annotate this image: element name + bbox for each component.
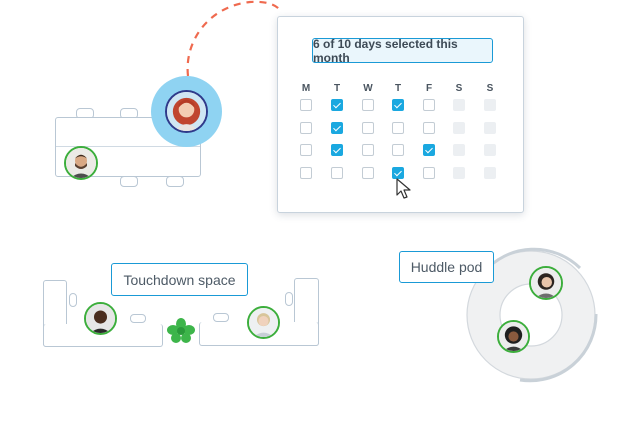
- day-checkbox: [484, 99, 496, 111]
- day-checkbox[interactable]: [300, 99, 312, 111]
- weekday-header: F: [425, 83, 433, 94]
- desk-chair: [120, 176, 138, 187]
- touchdown-space-label: Touchdown space: [111, 263, 248, 296]
- day-checkbox[interactable]: [300, 144, 312, 156]
- day-checkbox: [484, 167, 496, 179]
- touchdown-desk-left-return: [43, 324, 163, 347]
- day-checkbox[interactable]: [423, 122, 435, 134]
- desk-chair: [285, 292, 293, 306]
- day-checkbox[interactable]: [423, 167, 435, 179]
- desk-chair: [69, 293, 77, 307]
- user-avatar-man-beard[interactable]: [64, 146, 98, 180]
- dashed-connector: [186, 0, 281, 77]
- huddle-pod-label: Huddle pod: [399, 251, 494, 283]
- day-checkbox: [484, 122, 496, 134]
- day-checkbox[interactable]: [362, 167, 374, 179]
- day-checkbox: [453, 167, 465, 179]
- user-avatar-woman-curly[interactable]: [497, 320, 530, 353]
- weekday-header: M: [301, 83, 311, 94]
- day-checkbox: [453, 99, 465, 111]
- user-avatar-woman-blonde[interactable]: [247, 306, 280, 339]
- user-avatar-redhead[interactable]: [165, 90, 208, 133]
- day-checkbox[interactable]: [300, 167, 312, 179]
- day-checkbox: [453, 144, 465, 156]
- day-checkbox[interactable]: [392, 167, 404, 179]
- day-checkbox[interactable]: [331, 167, 343, 179]
- day-checkbox[interactable]: [300, 122, 312, 134]
- day-checkbox[interactable]: [392, 99, 404, 111]
- green-flower-icon: [167, 318, 195, 343]
- desk-divider: [56, 146, 200, 147]
- cursor-arrow-icon: [396, 178, 411, 199]
- desk-chair: [130, 314, 146, 323]
- weekday-header: T: [394, 83, 402, 94]
- weekday-header: T: [333, 83, 341, 94]
- day-checkbox: [484, 144, 496, 156]
- day-checkbox[interactable]: [423, 144, 435, 156]
- weekday-header: W: [363, 83, 373, 94]
- day-checkbox[interactable]: [331, 122, 343, 134]
- day-checkbox[interactable]: [362, 99, 374, 111]
- days-selected-summary: 6 of 10 days selected this month: [312, 37, 493, 65]
- user-avatar-man-dark[interactable]: [84, 302, 117, 335]
- day-checkbox[interactable]: [362, 122, 374, 134]
- weekday-header: S: [486, 83, 494, 94]
- day-checkbox: [453, 122, 465, 134]
- day-checkbox[interactable]: [331, 144, 343, 156]
- day-checkbox[interactable]: [392, 122, 404, 134]
- day-checkbox[interactable]: [392, 144, 404, 156]
- day-checkbox[interactable]: [362, 144, 374, 156]
- desk-chair: [166, 176, 184, 187]
- desk-chair: [213, 313, 229, 322]
- user-avatar-woman-dark-hair[interactable]: [529, 266, 563, 300]
- day-checkbox[interactable]: [423, 99, 435, 111]
- day-checkbox[interactable]: [331, 99, 343, 111]
- calendar-card: 6 of 10 days selected this month M T W T F S S: [277, 16, 524, 213]
- weekday-header: S: [455, 83, 463, 94]
